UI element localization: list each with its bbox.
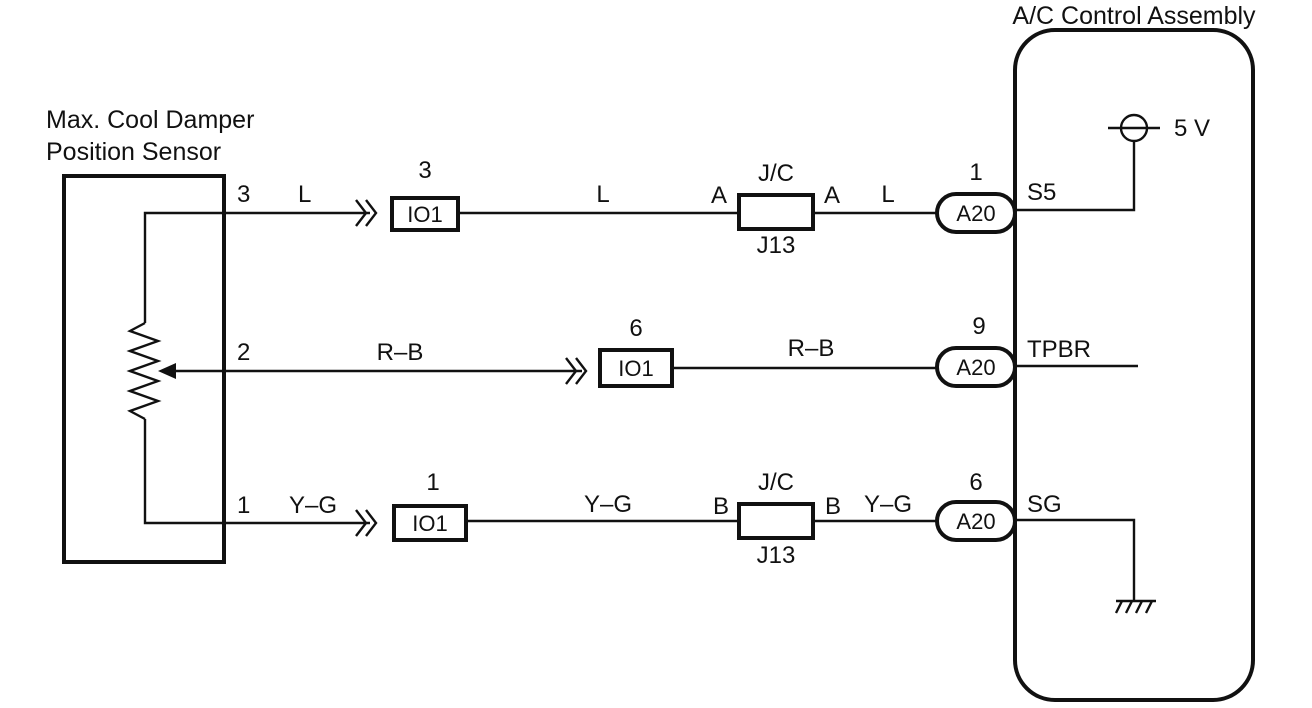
ecu-pin: 6 bbox=[969, 469, 982, 496]
connector-chevron-icon bbox=[565, 357, 578, 385]
sensor-title-line2: Position Sensor bbox=[46, 138, 221, 166]
jc-out-pin: B bbox=[825, 493, 841, 520]
junction-connector bbox=[737, 502, 815, 540]
wire-color-left: Y–G bbox=[289, 492, 337, 519]
connector-chevron-icon bbox=[355, 509, 368, 537]
wire-color-right: Y–G bbox=[864, 491, 912, 518]
sensor-pin-3: 3 bbox=[237, 181, 250, 208]
wire-color-left: L bbox=[298, 181, 311, 208]
terminal-tpbr: TPBR bbox=[1027, 336, 1091, 363]
connector-chevron-icon bbox=[355, 199, 368, 227]
io-pin: 3 bbox=[418, 157, 431, 184]
jc-bottom-label: J13 bbox=[757, 542, 796, 569]
supply-voltage-label: 5 V bbox=[1174, 115, 1210, 142]
wire-color-mid: Y–G bbox=[584, 491, 632, 518]
potentiometer-symbol bbox=[126, 211, 224, 525]
wire-color-left: R–B bbox=[377, 339, 424, 366]
jc-bottom-label: J13 bbox=[757, 232, 796, 259]
wire-r-b: 2 R–B 6 IO1 R–B 9 A20 bbox=[224, 313, 1017, 388]
ecu-title: A/C Control Assembly bbox=[1012, 2, 1256, 30]
wire-l: 3 L 3 IO1 L A J/C J13 A L 1 A20 bbox=[224, 157, 1017, 259]
io-label: IO1 bbox=[412, 511, 447, 536]
sensor-pin-1: 1 bbox=[237, 492, 250, 519]
jc-top-label: J/C bbox=[758, 160, 794, 187]
wire-color-right: L bbox=[881, 181, 894, 208]
wire-y-g: 1 Y–G 1 IO1 Y–G B J/C J13 B Y–G 6 A20 bbox=[224, 469, 1017, 569]
io-pin: 1 bbox=[426, 469, 439, 496]
io-pin: 6 bbox=[629, 315, 642, 342]
ecu-connector-label: A20 bbox=[956, 201, 995, 226]
terminal-s5: S5 bbox=[1027, 179, 1056, 206]
ecu-connector-label: A20 bbox=[956, 355, 995, 380]
wire-color-mid: L bbox=[596, 181, 609, 208]
wiper-arrow-icon bbox=[158, 363, 176, 379]
jc-out-pin: A bbox=[824, 182, 840, 209]
ecu-pin: 1 bbox=[969, 159, 982, 186]
ground-icon bbox=[1114, 599, 1156, 614]
sensor-title-line1: Max. Cool Damper bbox=[46, 106, 254, 134]
jc-in-pin: B bbox=[713, 493, 729, 520]
jc-in-pin: A bbox=[711, 182, 727, 209]
io-label: IO1 bbox=[407, 202, 442, 227]
jc-top-label: J/C bbox=[758, 469, 794, 496]
wire-color-mid: R–B bbox=[788, 335, 835, 362]
io-label: IO1 bbox=[618, 356, 653, 381]
io-connector bbox=[392, 504, 468, 542]
ecu-pin: 9 bbox=[972, 313, 985, 340]
sensor-pin-2: 2 bbox=[237, 339, 250, 366]
terminal-sg: SG bbox=[1027, 491, 1062, 518]
junction-connector bbox=[737, 193, 815, 231]
ecu-connector-label: A20 bbox=[956, 509, 995, 534]
